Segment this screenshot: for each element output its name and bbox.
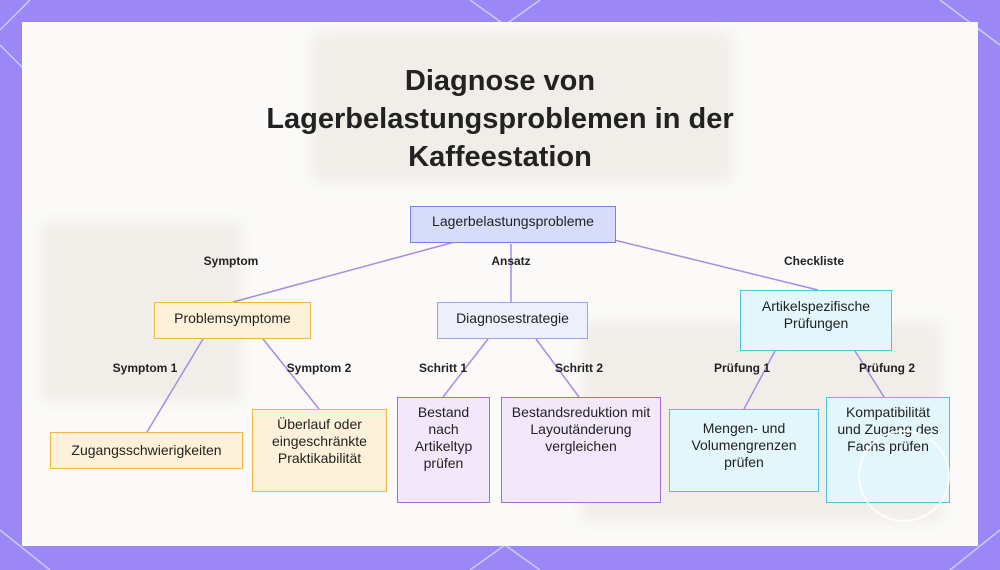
watermark-seal-icon	[858, 430, 950, 522]
edge-checks-limits	[743, 350, 776, 410]
edge-label-schritt1: Schritt 1	[418, 361, 468, 375]
edge-label-symptom1: Symptom 1	[112, 361, 178, 375]
title-line: Diagnose von	[404, 65, 596, 97]
edge-label-pruefung2: Prüfung 2	[859, 361, 915, 375]
edge-label-symptom2: Symptom 2	[286, 361, 352, 375]
edge-root-symptoms	[232, 239, 463, 303]
node-inventory: Bestand nach Artikeltyp prüfen	[397, 397, 490, 503]
diagram-edges	[146, 239, 885, 433]
edge-symptoms-access	[146, 338, 204, 433]
diagram-title: Diagnose von Lagerbelastungsproblemen in…	[22, 62, 978, 176]
edge-label-ansatz: Ansatz	[491, 254, 531, 268]
node-strategy: Diagnosestrategie	[437, 302, 588, 339]
edge-strategy-inventory	[442, 338, 489, 398]
node-root: Lagerbelastungsprobleme	[410, 206, 616, 243]
edge-label-checkliste: Checkliste	[783, 254, 845, 268]
edge-label-pruefung1: Prüfung 1	[714, 361, 770, 375]
edge-label-symptom: Symptom	[203, 254, 259, 268]
title-line: Kaffeestation	[408, 141, 592, 173]
edge-label-schritt2: Schritt 2	[554, 361, 604, 375]
node-access: Zugangsschwierigkeiten	[50, 432, 243, 469]
node-checks: Artikelspezifische Prüfungen	[740, 290, 892, 351]
node-reduction: Bestandsreduktion mit Layoutänderung ver…	[501, 397, 661, 503]
title-line: Lagerbelastungsproblemen in der	[266, 103, 734, 135]
node-symptoms: Problemsymptome	[154, 302, 311, 339]
edge-symptoms-overflow	[262, 338, 320, 410]
node-limits: Mengen- und Volumengrenzen prüfen	[669, 409, 819, 492]
diagram-card: Diagnose von Lagerbelastungsproblemen in…	[22, 22, 978, 546]
edge-strategy-reduction	[535, 338, 580, 398]
background-blur-block	[312, 32, 732, 182]
node-overflow: Überlauf oder eingeschränkte Praktikabil…	[252, 409, 387, 492]
edge-root-checks	[613, 239, 819, 291]
edge-checks-compat	[854, 350, 885, 398]
